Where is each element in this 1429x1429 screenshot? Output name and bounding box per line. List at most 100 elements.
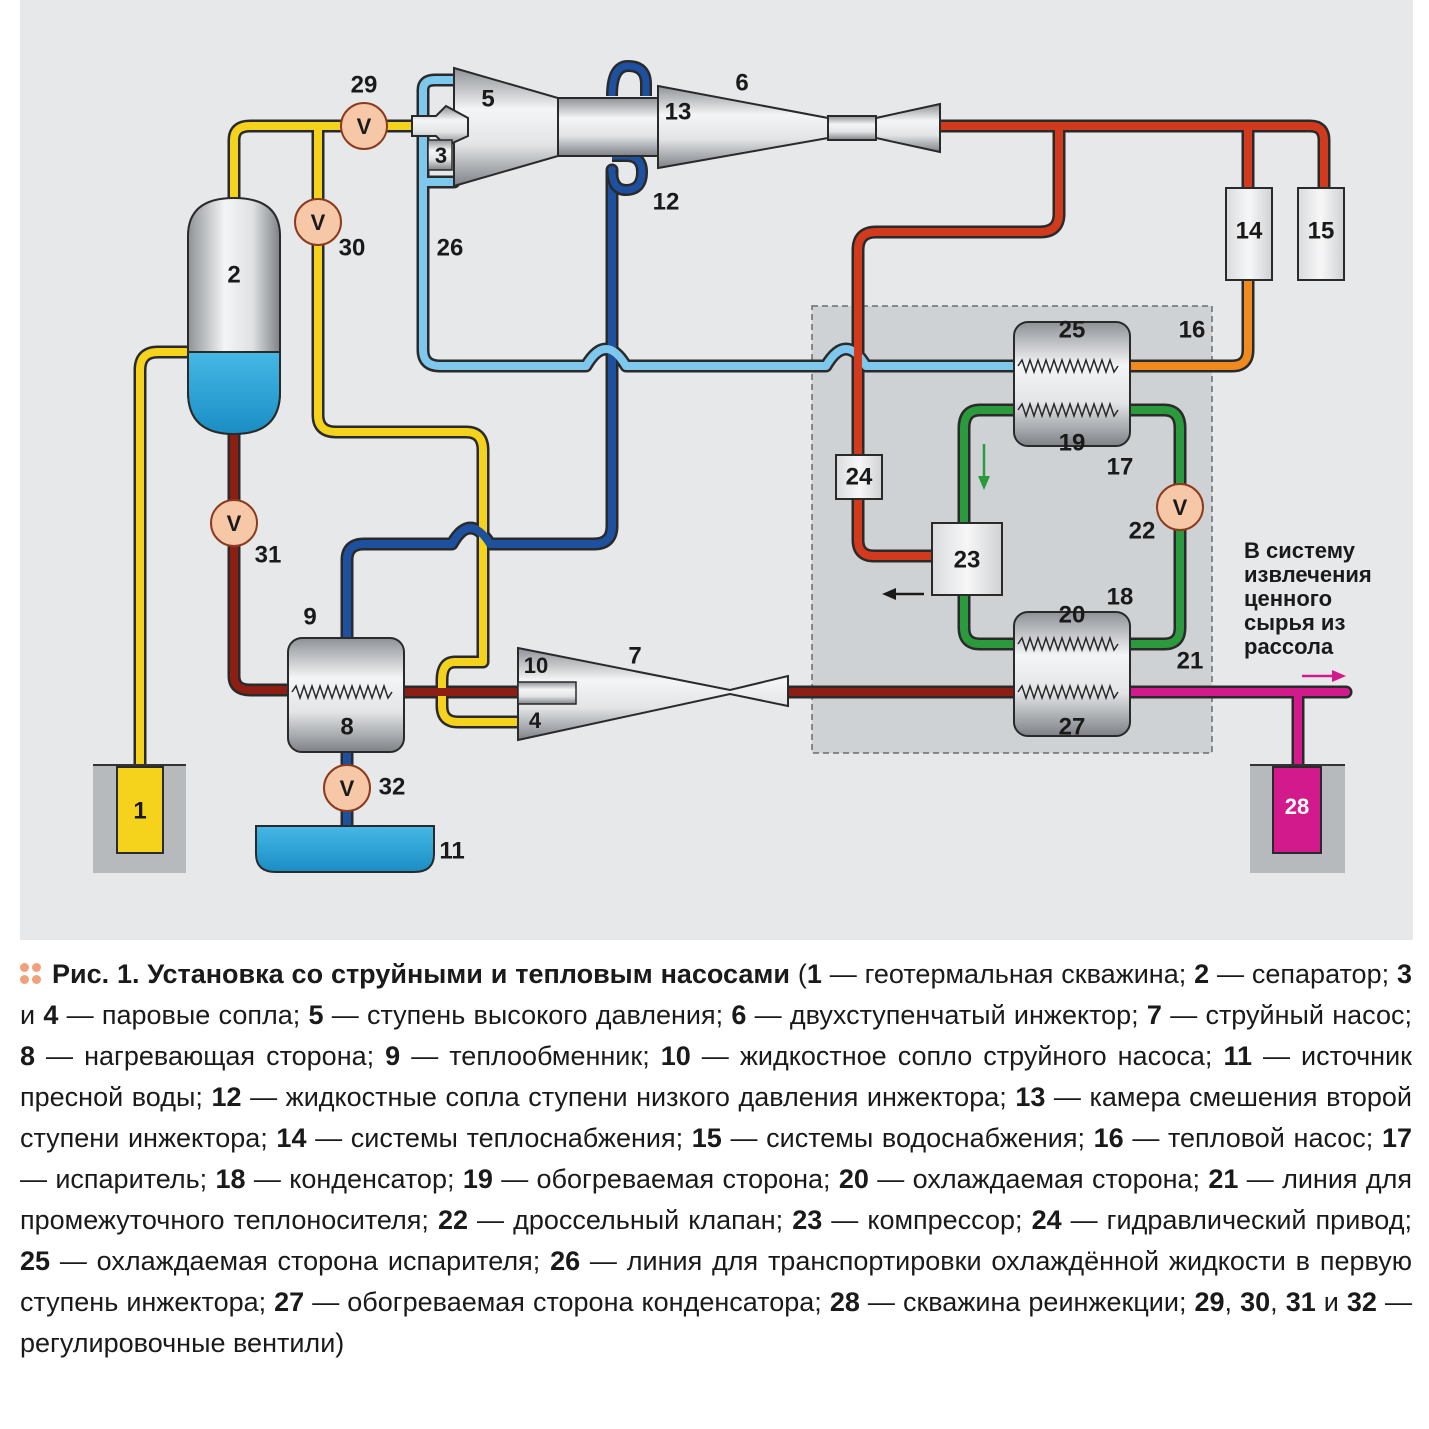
note-line-3: ценного xyxy=(1244,586,1332,611)
hydraulic-drive-24: 24 xyxy=(835,454,883,500)
caption-text: — обогреваемая сторона конденсатора; xyxy=(304,1287,830,1317)
label-8: 8 xyxy=(340,713,353,740)
liquid-nozzles-12 xyxy=(606,59,652,197)
label-11: 11 xyxy=(439,837,464,864)
label-18: 18 xyxy=(1107,583,1134,610)
valve-30-letter: V xyxy=(311,210,326,235)
label-20: 20 xyxy=(1059,601,1086,628)
caption-title: Рис. 1. Установка со струйными и тепловы… xyxy=(52,959,790,989)
coil-25 xyxy=(1017,357,1119,375)
caption-text: — регулировочные вентили xyxy=(20,1287,1412,1358)
label-5: 5 xyxy=(481,85,494,112)
caption-number: 20 xyxy=(838,1164,869,1194)
caption-text: — геотермальная скважина; xyxy=(821,959,1195,989)
label-1: 1 xyxy=(133,797,146,824)
valve-31: V 31 xyxy=(210,499,282,568)
caption-text: и xyxy=(20,1000,44,1030)
caption-text: — гидравлический привод; xyxy=(1061,1205,1412,1235)
caption-text: — линия для транспортировки охлаждённой … xyxy=(20,1246,1412,1317)
caption-text: , xyxy=(1224,1287,1241,1317)
note-line-5: рассола xyxy=(1244,634,1334,659)
caption-number: 1 xyxy=(806,959,822,989)
label-4: 4 xyxy=(529,708,542,733)
coil-20 xyxy=(1017,635,1119,653)
caption-text: — тепловой насос; xyxy=(1123,1123,1382,1153)
bullet-icon xyxy=(20,963,42,985)
caption-number: 32 xyxy=(1346,1287,1377,1317)
evaporator-17: 25 19 17 xyxy=(1013,316,1134,480)
caption-number: 13 xyxy=(1015,1082,1046,1112)
label-23: 23 xyxy=(954,546,981,573)
label-3: 3 xyxy=(435,143,447,168)
label-31: 31 xyxy=(255,541,282,568)
caption-number: 12 xyxy=(211,1082,242,1112)
label-6: 6 xyxy=(735,69,748,96)
valve-32: V 32 xyxy=(323,764,406,812)
label-21: 21 xyxy=(1177,647,1204,674)
caption-text: — дроссельный клапан; xyxy=(468,1205,793,1235)
caption-text: — конденсатор; xyxy=(245,1164,463,1194)
caption-text: — скважина реинжекции; xyxy=(859,1287,1195,1317)
caption-text: — линия для промежуточного теплоносителя… xyxy=(20,1164,1413,1235)
jet-pump-7: 10 4 7 xyxy=(517,642,789,742)
caption-number: 8 xyxy=(20,1041,36,1071)
caption-number: 19 xyxy=(462,1164,493,1194)
caption-text: — охлаждаемая сторона; xyxy=(868,1164,1209,1194)
heat-supply-14: 14 xyxy=(1225,187,1273,281)
label-28: 28 xyxy=(1285,794,1309,819)
compressor-23: 23 xyxy=(931,522,1003,596)
caption-number: 27 xyxy=(274,1287,305,1317)
throttle-valve-22: V 22 xyxy=(1129,483,1204,544)
caption-text: — системы теплоснабжения; xyxy=(306,1123,692,1153)
caption-number: 24 xyxy=(1031,1205,1062,1235)
caption-number: 14 xyxy=(276,1123,307,1153)
caption-number: 18 xyxy=(215,1164,246,1194)
valve-31-letter: V xyxy=(227,511,242,536)
label-27: 27 xyxy=(1059,713,1086,740)
caption-number: 4 xyxy=(43,1000,59,1030)
caption-text: — жидкостные сопла ступени низкого давле… xyxy=(241,1082,1016,1112)
caption-text: — паровые сопла; xyxy=(58,1000,309,1030)
caption-number: 30 xyxy=(1240,1287,1271,1317)
caption-number: 22 xyxy=(437,1205,469,1235)
caption-items: 1 — геотермальная скважина; 2 — сепарато… xyxy=(20,959,1412,1358)
caption-number: 26 xyxy=(550,1246,581,1276)
caption-text: — обогреваемая сторона; xyxy=(492,1164,839,1194)
caption-number: 21 xyxy=(1208,1164,1239,1194)
caption-text: — жидкостное сопло струйного насоса; xyxy=(690,1041,1224,1071)
label-14: 14 xyxy=(1236,217,1263,244)
caption-number: 28 xyxy=(829,1287,860,1317)
caption-number: 3 xyxy=(1396,959,1412,989)
note-line-1: В систему xyxy=(1244,538,1356,563)
valve-32-letter: V xyxy=(340,776,355,801)
label-29: 29 xyxy=(351,71,378,98)
label-16: 16 xyxy=(1179,316,1206,343)
compressor-arrow-icon xyxy=(882,588,924,600)
geothermal-plant-diagram: 1 28 2 11 3 5 13 6 12 1 xyxy=(20,0,1413,940)
valve-22-letter: V xyxy=(1173,495,1188,520)
separator-2: 2 xyxy=(187,196,281,436)
caption-number: 5 xyxy=(308,1000,324,1030)
caption-number: 10 xyxy=(660,1041,691,1071)
label-32: 32 xyxy=(379,773,406,800)
label-17: 17 xyxy=(1107,453,1134,480)
caption-text: — охлаждаемая сторона испарителя; xyxy=(50,1246,551,1276)
caption-text: — испаритель; xyxy=(20,1164,216,1194)
caption-text: — камера смешения второй ступени инжекто… xyxy=(20,1082,1413,1153)
caption-text: , xyxy=(1270,1287,1286,1317)
caption-close: ) xyxy=(335,1328,345,1358)
caption-number: 31 xyxy=(1285,1287,1316,1317)
caption-number: 7 xyxy=(1146,1000,1162,1030)
caption-number: 16 xyxy=(1093,1123,1124,1153)
coil-19 xyxy=(1017,401,1119,419)
caption-text: — сепаратор; xyxy=(1209,959,1397,989)
valve-29: V 29 xyxy=(340,71,388,150)
caption-number: 6 xyxy=(731,1000,747,1030)
caption-text: — источник пресной воды; xyxy=(20,1041,1412,1112)
valve-29-letter: V xyxy=(357,114,372,139)
heat-pump-region xyxy=(811,305,1213,754)
caption-open: ( xyxy=(790,959,807,989)
label-10: 10 xyxy=(524,653,548,678)
caption-text: — струйный насос; xyxy=(1161,1000,1412,1030)
recovery-system-note: В систему извлечения ценного сырья из ра… xyxy=(1244,538,1372,659)
